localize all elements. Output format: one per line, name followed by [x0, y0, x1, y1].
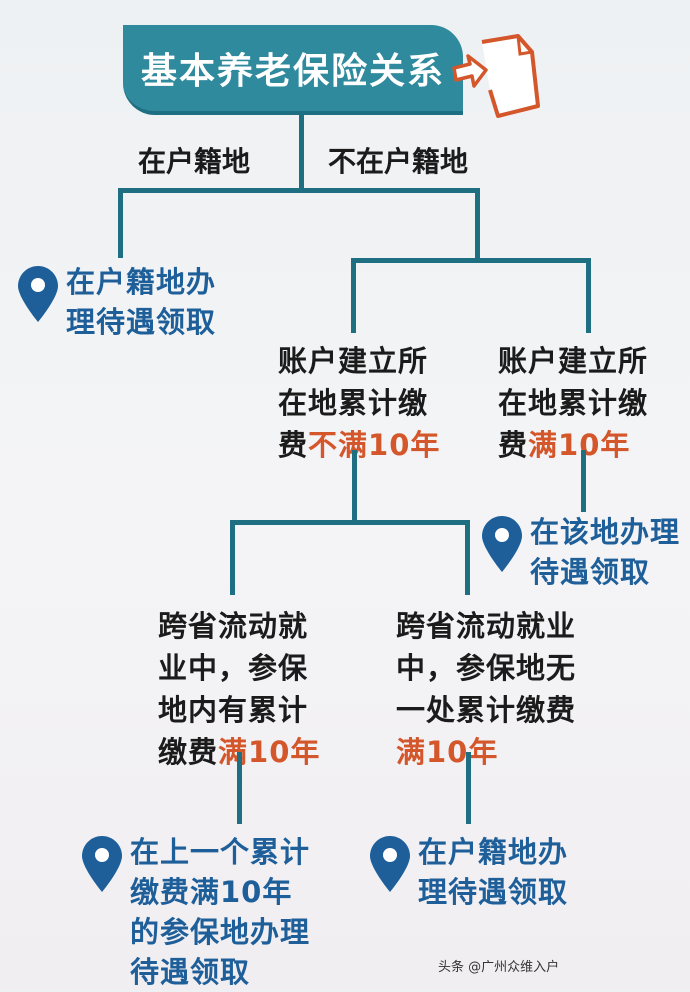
map-pin-icon: [370, 836, 410, 892]
node-text: 在地累计缴: [278, 386, 429, 420]
node-text: 账户建立所: [278, 344, 429, 378]
node-text: 费: [278, 428, 309, 462]
node-text: 地内有累计: [158, 693, 309, 727]
result-hukou-bottom: 在户籍地办 理待遇领取: [370, 832, 568, 912]
highlight-text: 满10年: [528, 428, 631, 462]
map-pin-icon: [18, 266, 58, 322]
title-box: 基本养老保险关系: [123, 25, 463, 115]
connector: [299, 115, 304, 190]
node-text: 账户建立所: [498, 344, 649, 378]
connector: [118, 188, 123, 258]
branch-label-hukou: 在户籍地: [138, 145, 251, 178]
node-text: 中，参保地无: [396, 651, 577, 685]
result-text: 在上一个累计: [130, 835, 311, 869]
highlight-text: 不满10年: [308, 428, 441, 462]
result-text: 缴费满10年: [130, 875, 293, 909]
result-text: 在户籍地办: [66, 265, 217, 299]
connector: [581, 450, 586, 512]
node-text: 跨省流动就业: [396, 609, 577, 643]
connector: [237, 752, 242, 824]
connector: [475, 188, 480, 258]
highlight-text: 满10年: [218, 735, 321, 769]
node-text: 在地累计缴: [498, 386, 649, 420]
connector: [466, 752, 471, 824]
node-text: 一处累计缴费: [396, 693, 577, 727]
connector: [351, 258, 356, 333]
result-text: 待遇领取: [130, 955, 251, 989]
branch-label-not-hukou: 不在户籍地: [328, 145, 469, 178]
condition-cross-province-has-10: 跨省流动就 业中，参保 地内有累计 缴费满10年: [158, 605, 320, 773]
result-local: 在该地办理 待遇领取: [482, 512, 680, 592]
result-last-place: 在上一个累计 缴费满10年 的参保地办理 待遇领取: [82, 832, 310, 992]
connector: [475, 230, 480, 260]
connector: [230, 520, 470, 525]
connector: [118, 188, 480, 193]
condition-less-10-years: 账户建立所 在地累计缴 费不满10年: [278, 340, 440, 466]
node-text: 费: [498, 428, 529, 462]
title-text: 基本养老保险关系: [140, 51, 445, 92]
node-text: 业中，参保: [158, 651, 309, 685]
node-text: 缴费: [158, 735, 219, 769]
map-pin-icon: [482, 516, 522, 572]
highlight-text: 满10年: [396, 735, 499, 769]
result-text: 在户籍地办: [418, 835, 569, 869]
condition-full-10-years: 账户建立所 在地累计缴 费满10年: [498, 340, 648, 466]
result-hukou-top: 在户籍地办 理待遇领取: [18, 262, 216, 342]
connector: [351, 258, 591, 263]
document-arrow-icon: [452, 34, 540, 118]
result-text: 在该地办理: [530, 515, 681, 549]
result-text: 理待遇领取: [66, 305, 217, 339]
condition-cross-province-none-10: 跨省流动就业 中，参保地无 一处累计缴费 满10年: [396, 605, 576, 773]
result-text: 的参保地办理: [130, 915, 311, 949]
connector: [230, 520, 235, 595]
connector: [586, 258, 591, 333]
result-text: 理待遇领取: [418, 875, 569, 909]
result-text: 待遇领取: [530, 555, 651, 589]
connector: [352, 450, 357, 522]
node-text: 跨省流动就: [158, 609, 309, 643]
connector: [465, 520, 470, 595]
source-watermark: 头条 @广州众维入户: [438, 960, 560, 975]
map-pin-icon: [82, 836, 122, 892]
